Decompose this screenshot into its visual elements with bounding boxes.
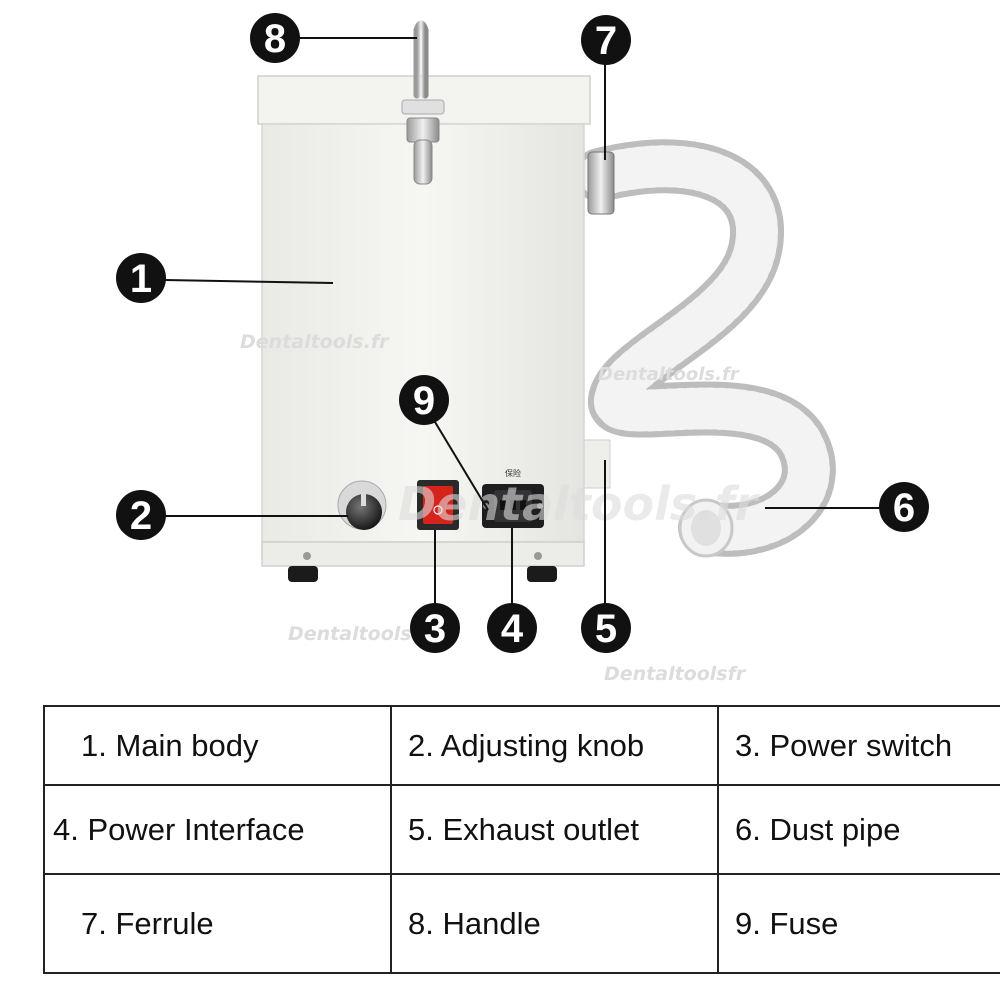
svg-text:6: 6	[893, 486, 915, 530]
callout-line-1	[164, 279, 334, 284]
svg-text:4: 4	[501, 607, 524, 651]
power-switch	[417, 480, 459, 530]
callout-badges: 8 7 1 9 2 6 3 4 5	[116, 13, 929, 653]
legend-cell: 4. Power Interface	[43, 784, 392, 875]
legend-cell: 2. Adjusting knob	[390, 705, 719, 786]
legend-row: 4. Power Interface 5. Exhaust outlet 6. …	[43, 784, 1000, 875]
callout-lines	[164, 37, 880, 605]
legend-cell: 3. Power switch	[717, 705, 1000, 786]
legend-row: 7. Ferrule 8. Handle 9. Fuse	[43, 873, 1000, 974]
fuse-cn-label: 保险	[505, 468, 521, 478]
handle	[401, 20, 445, 185]
svg-text:2: 2	[130, 494, 152, 538]
legend-cell: 1. Main body	[43, 705, 392, 786]
callout-5: 5	[581, 603, 631, 653]
watermark: Dentaltools.fr	[398, 477, 761, 531]
svg-text:9: 9	[413, 379, 435, 423]
watermark: Dentaltoolsfr	[288, 623, 431, 645]
callout-6: 6	[879, 482, 929, 532]
dust-pipe	[573, 139, 836, 558]
product-diagram: 保险 Dentaltools.fr Dentaltools.fr Dentalt…	[116, 13, 929, 685]
watermark: Dentaltools.fr	[240, 331, 390, 353]
power-interface: 保险	[482, 468, 544, 528]
svg-text:8: 8	[264, 17, 286, 61]
callout-line-9	[434, 421, 489, 511]
svg-text:5: 5	[595, 607, 617, 651]
watermark: Dentaltools.fr	[598, 364, 740, 385]
callout-9: 9	[399, 375, 449, 425]
watermarks: Dentaltools.fr Dentaltools.fr Dentaltool…	[240, 331, 761, 685]
svg-text:1: 1	[130, 257, 152, 301]
legend-cell: 7. Ferrule	[43, 873, 392, 974]
legend-row: 1. Main body 2. Adjusting knob 3. Power …	[43, 705, 1000, 786]
svg-text:3: 3	[424, 607, 446, 651]
callout-2: 2	[116, 490, 166, 540]
callout-8: 8	[250, 13, 300, 63]
ferrule	[587, 151, 615, 215]
watermark: Dentaltoolsfr	[604, 663, 747, 685]
callout-3: 3	[410, 603, 460, 653]
callout-1: 1	[116, 253, 166, 303]
parts-legend-table: 1. Main body 2. Adjusting knob 3. Power …	[43, 705, 1000, 974]
adjusting-knob	[337, 480, 387, 530]
legend-cell: 9. Fuse	[717, 873, 1000, 974]
legend-cell: 8. Handle	[390, 873, 719, 974]
svg-text:7: 7	[595, 19, 617, 63]
callout-4: 4	[487, 603, 537, 653]
legend-cell: 6. Dust pipe	[717, 784, 1000, 875]
legend-cell: 5. Exhaust outlet	[390, 784, 719, 875]
callout-7: 7	[581, 15, 631, 65]
